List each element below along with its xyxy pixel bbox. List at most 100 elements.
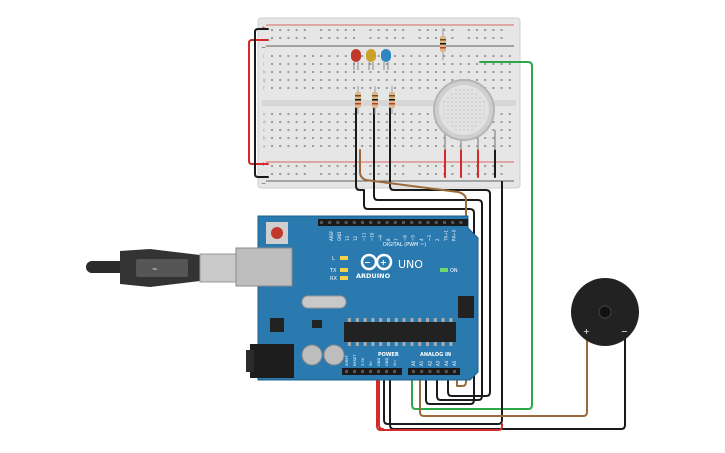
header-pin[interactable] [328, 221, 332, 224]
rail-hole [385, 29, 388, 31]
rail-minus-label-bottom: − [261, 180, 266, 187]
terminal-hole [451, 71, 454, 73]
wire-black-led-3[interactable] [389, 107, 491, 397]
header-pin[interactable] [420, 370, 424, 373]
header-pin[interactable] [377, 221, 381, 224]
terminal-hole [484, 71, 487, 73]
resistor-3[interactable] [389, 86, 395, 114]
power-label: POWER [378, 352, 399, 358]
header-pin[interactable] [353, 370, 356, 373]
led-rx [340, 276, 348, 280]
terminal-hole [369, 145, 372, 147]
mesh-dot [459, 125, 461, 127]
led-yellow[interactable] [366, 49, 376, 70]
led-red[interactable] [351, 49, 361, 70]
mesh-dot [463, 117, 465, 119]
wire-black-rail-jumper[interactable] [254, 28, 269, 178]
header-pin[interactable] [459, 221, 463, 224]
arduino-uno[interactable]: L TX RX ON − + ARDUINO UNO DIGITAL (PWM … [235, 215, 479, 381]
wire-red-rail-jumper[interactable] [248, 39, 269, 165]
header-pin[interactable] [320, 221, 323, 224]
header-pin[interactable] [410, 221, 414, 224]
header-pin[interactable] [402, 221, 405, 224]
wire-red-5v-loop[interactable] [376, 371, 503, 431]
wire-black-led-2[interactable] [373, 107, 483, 401]
rail-hole [426, 173, 429, 175]
terminal-hole [328, 87, 331, 89]
resistor-4[interactable] [440, 28, 446, 60]
rail-hole [500, 165, 503, 167]
rail-hole [385, 173, 388, 175]
terminal-hole [312, 55, 314, 57]
header-pin[interactable] [453, 370, 456, 373]
wire-black-led-1[interactable] [355, 107, 475, 405]
header-pin[interactable] [352, 221, 356, 224]
header-pin[interactable] [428, 370, 432, 373]
rail-hole [336, 37, 339, 39]
wire-brown-led[interactable] [359, 149, 467, 387]
terminal-hole [353, 137, 355, 139]
header-pin[interactable] [345, 370, 348, 373]
header-pin[interactable] [361, 370, 364, 373]
header-pin[interactable] [336, 221, 340, 224]
header-pin[interactable] [418, 221, 422, 224]
header-pin[interactable] [385, 221, 389, 224]
terminal-hole [295, 63, 298, 65]
mesh-dot [443, 113, 445, 115]
terminal-hole [492, 79, 495, 81]
terminal-hole [295, 87, 298, 89]
resistor-2[interactable] [372, 86, 378, 114]
mesh-dot [475, 121, 477, 123]
terminal-hole [336, 145, 339, 147]
header-pin[interactable] [436, 370, 440, 373]
header-pin[interactable] [393, 221, 397, 224]
chip-pin [348, 318, 351, 322]
terminal-hole [410, 79, 413, 81]
wire-black-gnd[interactable] [383, 181, 503, 425]
terminal-hole [295, 137, 298, 139]
header-pin[interactable] [412, 370, 415, 373]
chip-pin [449, 318, 453, 322]
mesh-dot [459, 97, 461, 99]
row-letter: h [263, 70, 266, 75]
header-pin[interactable] [426, 221, 430, 224]
wire-black-buzzer[interactable] [389, 331, 626, 430]
wire-red-5v[interactable] [378, 371, 384, 430]
terminal-hole [279, 55, 282, 57]
resistor-1[interactable] [355, 86, 361, 114]
usb-cable[interactable]: ⌁ [86, 249, 237, 287]
header-pin[interactable] [443, 221, 446, 224]
terminal-hole [418, 145, 421, 147]
terminal-hole [287, 87, 290, 89]
header-pin[interactable] [444, 370, 448, 373]
terminal-hole [418, 87, 421, 89]
rail-hole [467, 29, 470, 31]
header-pin[interactable] [393, 370, 396, 373]
rail-hole [418, 37, 421, 39]
terminal-hole [287, 121, 290, 123]
header-pin[interactable] [434, 221, 438, 224]
header-pin[interactable] [369, 221, 373, 224]
terminal-hole [271, 129, 273, 131]
header-pin[interactable] [385, 370, 388, 373]
piezo-buzzer[interactable]: + − [571, 278, 639, 346]
arduino-reset-button[interactable] [271, 227, 283, 239]
header-pin[interactable] [369, 370, 372, 373]
led-blue[interactable] [381, 49, 391, 70]
digital-pin-label: ~3 [427, 235, 432, 241]
header-pin[interactable] [344, 221, 348, 224]
terminal-hole [377, 137, 380, 139]
terminal-hole [508, 71, 511, 73]
header-pin[interactable] [361, 221, 364, 224]
terminal-hole [271, 87, 273, 89]
svg-text:+: + [380, 258, 387, 267]
wire-green-sensor-to-a0[interactable] [411, 61, 533, 410]
rail-hole [328, 29, 331, 31]
header-pin[interactable] [451, 221, 455, 224]
atmega-chip [344, 322, 456, 342]
wire-brown-buzzer[interactable] [419, 331, 588, 417]
header-pin[interactable] [377, 370, 380, 373]
mesh-dot [483, 117, 485, 119]
mesh-dot [475, 105, 477, 107]
gas-sensor[interactable] [433, 79, 496, 150]
